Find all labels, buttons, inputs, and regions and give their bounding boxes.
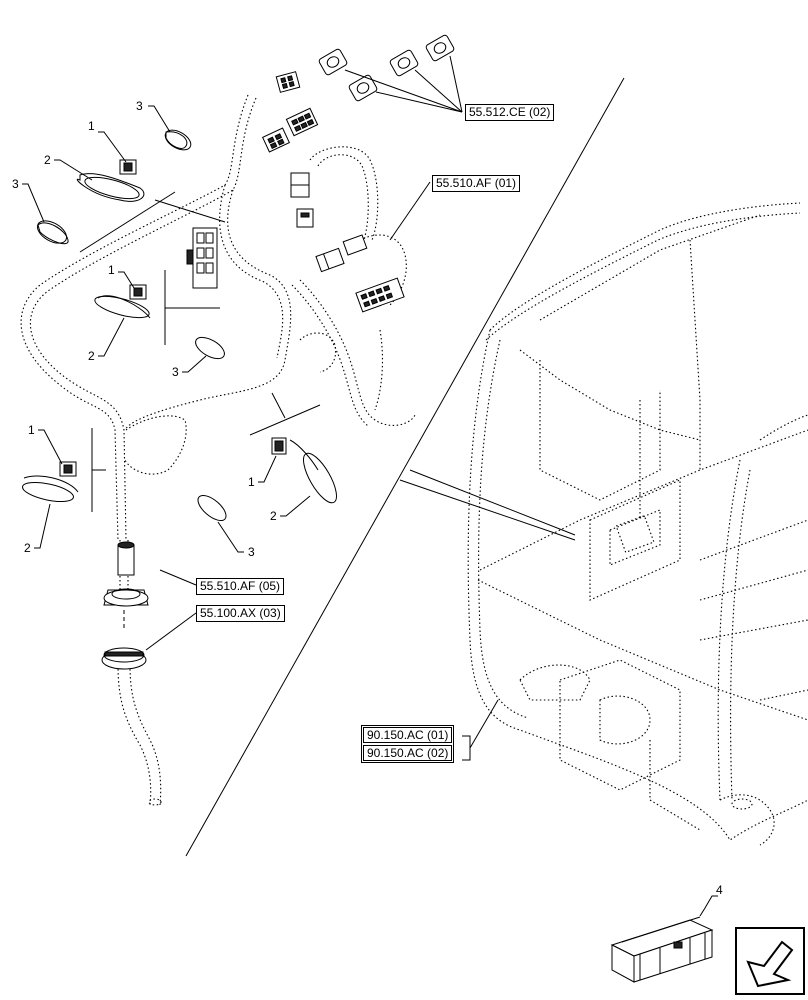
ref-90-150-ac-02[interactable]: 90.150.AC (02)	[363, 745, 453, 761]
parts-group-left-lower	[22, 461, 227, 522]
wire-harness	[20, 94, 416, 806]
plug-connector-lower	[101, 612, 197, 670]
item-label-3b: 3	[12, 177, 19, 191]
leader-ac	[462, 699, 499, 761]
ref-55-100-ax-03[interactable]: 55.100.AX (03)	[196, 605, 285, 622]
item-label-3d: 3	[248, 545, 255, 559]
ref-55-510-af-01[interactable]: 55.510.AF (01)	[432, 175, 521, 192]
item-label-3c: 3	[172, 365, 179, 379]
leader-cab-1	[399, 479, 576, 541]
parts-group-middle	[94, 284, 225, 360]
ref-90-150-ac-group: 90.150.AC (01) 90.150.AC (02)	[361, 725, 455, 763]
divider-line	[185, 77, 625, 857]
parts-group-top	[36, 129, 192, 245]
item-label-1b: 1	[108, 263, 115, 277]
item-label-3a: 3	[136, 99, 143, 113]
view-direction-arrow-icon[interactable]	[735, 927, 805, 995]
item-label-2c: 2	[24, 541, 31, 555]
item-label-1a: 1	[88, 119, 95, 133]
item-leaders	[22, 105, 311, 553]
connector-group-top	[186, 71, 405, 313]
cab-frame	[467, 202, 808, 846]
section-markers	[79, 191, 321, 512]
item-label-4: 4	[716, 883, 723, 897]
packing-crate-icon	[610, 895, 718, 983]
ref-55-510-af-05[interactable]: 55.510.AF (05)	[196, 578, 285, 595]
item-label-2d: 2	[270, 509, 277, 523]
item-label-2a: 2	[44, 153, 51, 167]
ref-55-512-ce-02[interactable]: 55.512.CE (02)	[465, 104, 555, 121]
item-label-1d: 1	[248, 475, 255, 489]
parts-group-right	[271, 437, 337, 504]
leader-cab-2	[409, 469, 576, 536]
ref-90-150-ac-01[interactable]: 90.150.AC (01)	[363, 727, 453, 743]
leader-af01	[389, 181, 431, 241]
item-label-2b: 2	[88, 349, 95, 363]
connector-group-ce	[318, 34, 463, 113]
plug-connector-upper	[103, 541, 197, 607]
item-label-1c: 1	[28, 423, 35, 437]
